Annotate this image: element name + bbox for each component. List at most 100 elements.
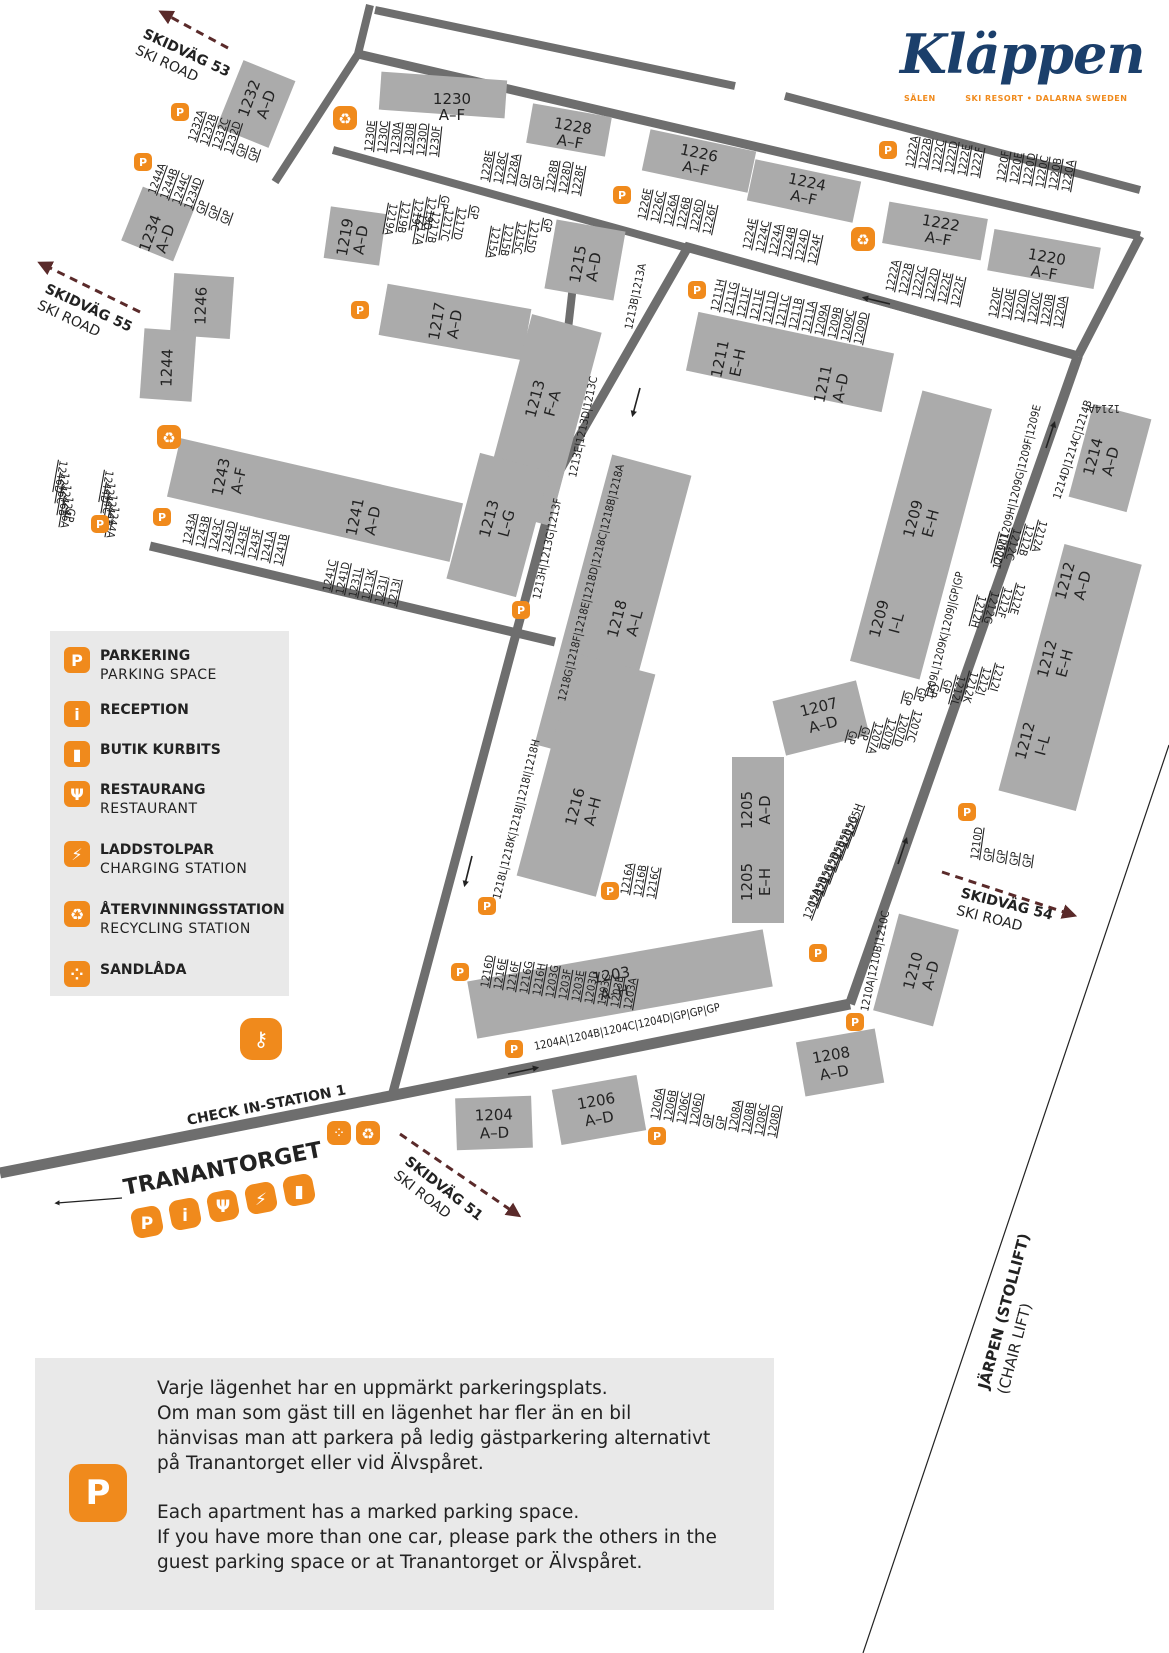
unit-label: GP — [981, 847, 996, 862]
unit-label: 1243F — [245, 527, 264, 560]
unit-label: 1246B — [55, 483, 73, 517]
building-1217[interactable]: 1217A–D — [378, 283, 532, 361]
unit-label: GP — [844, 729, 860, 746]
parking-glyph: P — [851, 1016, 859, 1029]
parking-glyph: P — [653, 1130, 661, 1143]
building-1234[interactable]: 1234A–D — [121, 186, 195, 262]
parking-icon — [153, 508, 171, 526]
unit-label: 1216C — [644, 866, 662, 900]
unit-label: 1230A — [388, 121, 404, 154]
logo-tagline: SÄLEN SKI RESORT • DALARNA SWEDEN — [904, 94, 1128, 103]
shop-bag-icon — [282, 1173, 316, 1207]
unit-label: 1220A — [1051, 295, 1069, 329]
building-1232[interactable]: 1232A–D — [216, 60, 296, 148]
svg-text:1203A–H: 1203A–H — [591, 963, 635, 1005]
parking-glyph: P — [693, 284, 701, 297]
unit-label: 1224E — [740, 217, 759, 250]
legend-subtitle: RECYCLING STATION — [100, 921, 251, 937]
unit-label: GP — [1020, 853, 1035, 868]
unit-label: 1210D — [968, 826, 985, 861]
unit-label: 1206C — [674, 1091, 692, 1125]
svg-text:Ψ: Ψ — [216, 1197, 230, 1217]
building-1219[interactable]: 1219A–D — [323, 206, 387, 266]
svg-text:1218A–L: 1218A–L — [604, 598, 649, 644]
unit-label: 1203A — [621, 977, 639, 1011]
parking-icon — [601, 882, 619, 900]
unit-label: 1220E — [999, 287, 1017, 320]
unit-label: 1222B — [916, 137, 934, 171]
svg-text:♻: ♻ — [162, 429, 175, 447]
unit-label: 1217C — [437, 208, 455, 242]
unit-label: 1220F — [986, 286, 1004, 319]
unit-label: 1230D — [414, 122, 430, 156]
info-sv-1: Varje lägenhet har en uppmärkt parkering… — [157, 1378, 608, 1399]
building-1224[interactable]: 1224A–F — [746, 159, 862, 223]
svg-text:1246: 1246 — [191, 286, 210, 325]
building-1207[interactable]: 1207A–D — [772, 680, 870, 756]
legend-subtitle: PARKING SPACE — [100, 667, 217, 683]
svg-text:1213F–A: 1213F–A — [522, 378, 567, 424]
parking-glyph: P — [814, 947, 822, 960]
building-1203[interactable]: 1203A–H — [467, 929, 773, 1039]
parking-glyph: P — [158, 511, 166, 524]
building-1246[interactable]: 1246 — [169, 272, 235, 340]
recycle-icon — [356, 1121, 380, 1145]
unit-label: 1216E — [491, 957, 509, 990]
unit-label: 1215D — [523, 219, 542, 254]
jarpen-label: JÄRPEN (STOLLIFT)(CHAIR LIFT) — [973, 1231, 1052, 1397]
unit-label: 1203E — [569, 969, 587, 1002]
building-1208[interactable]: 1208A–D — [795, 1028, 885, 1097]
info-en-1: Each apartment has a marked parking spac… — [157, 1502, 580, 1523]
building-1244[interactable]: 1244 — [139, 328, 197, 402]
building-1222[interactable]: 1222A–F — [882, 201, 988, 261]
unit-label: 1220D — [1012, 288, 1031, 323]
svg-text:P: P — [141, 1214, 153, 1234]
parking-info-panel: P Varje lägenhet har en uppmärkt parkeri… — [35, 1358, 774, 1610]
building-1216[interactable]: 1216A–H — [516, 653, 656, 897]
unit-label: 1243E — [232, 524, 251, 557]
building-1204[interactable]: 1204A–D — [455, 1095, 533, 1151]
unit-label: 1220F — [994, 150, 1012, 183]
ski-road-55: SKIDVÄG 55SKI ROAD — [35, 280, 135, 352]
parking-icon: P — [64, 647, 90, 673]
svg-text:⚷: ⚷ — [254, 1027, 269, 1051]
building-1213-lg[interactable]: 1213L–G — [446, 452, 550, 598]
unit-label: GP — [926, 682, 942, 699]
parking-glyph: P — [96, 518, 104, 531]
building-1206[interactable]: 1206A–D — [551, 1074, 647, 1146]
legend-title: LADDSTOLPAR — [100, 842, 215, 858]
svg-text:1212E–H: 1212E–H — [1034, 638, 1079, 684]
building-1226[interactable]: 1226A–F — [641, 129, 757, 193]
parking-glyph: P — [176, 106, 184, 119]
building-1210[interactable]: 1210A–D — [873, 913, 959, 1027]
building-1220[interactable]: 1220A–F — [987, 228, 1101, 290]
unit-label: 1230E — [362, 120, 378, 153]
info-sv-3: hänvisas man att parkera på ledig gästpa… — [157, 1428, 711, 1449]
unit-label: 1244D — [97, 469, 116, 504]
unit-label: 1219B — [394, 200, 412, 234]
parking-icon — [688, 281, 706, 299]
unit-label: 1217A — [411, 212, 429, 246]
building-1228[interactable]: 1228A–F — [526, 103, 612, 157]
building-1214[interactable]: 1214A–D — [1068, 403, 1152, 513]
units-1206: 1206A1206B1206C1206DGPGP1208A1208B1208C1… — [648, 1087, 784, 1139]
unit-label: GP — [437, 194, 452, 210]
svg-text:♻: ♻ — [338, 110, 351, 128]
building-1215[interactable]: 1215A–D — [544, 219, 626, 301]
